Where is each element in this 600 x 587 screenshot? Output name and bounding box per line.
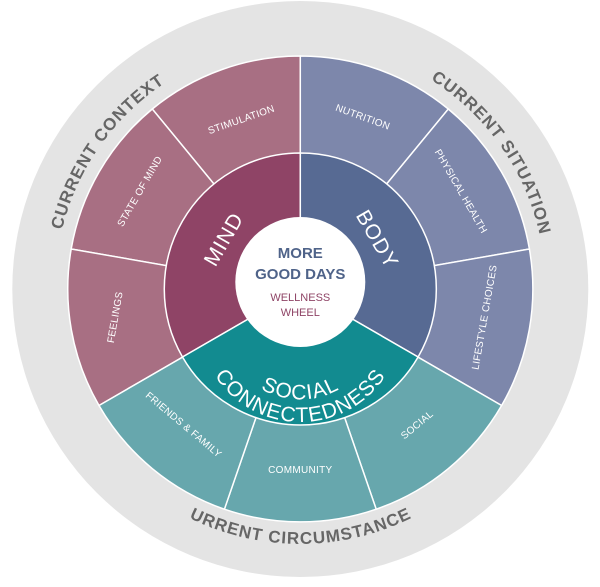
center-title-line2: GOOD DAYS (255, 266, 345, 283)
center-title-line1: MORE (278, 245, 323, 262)
inner-social-connectedness (181, 288, 420, 426)
center-subtitle-line1: WELLNESS (270, 292, 330, 304)
label-community: COMMUNITY (268, 465, 332, 476)
center-circle (235, 217, 366, 347)
center-subtitle-line2: WHEEL (281, 307, 320, 319)
